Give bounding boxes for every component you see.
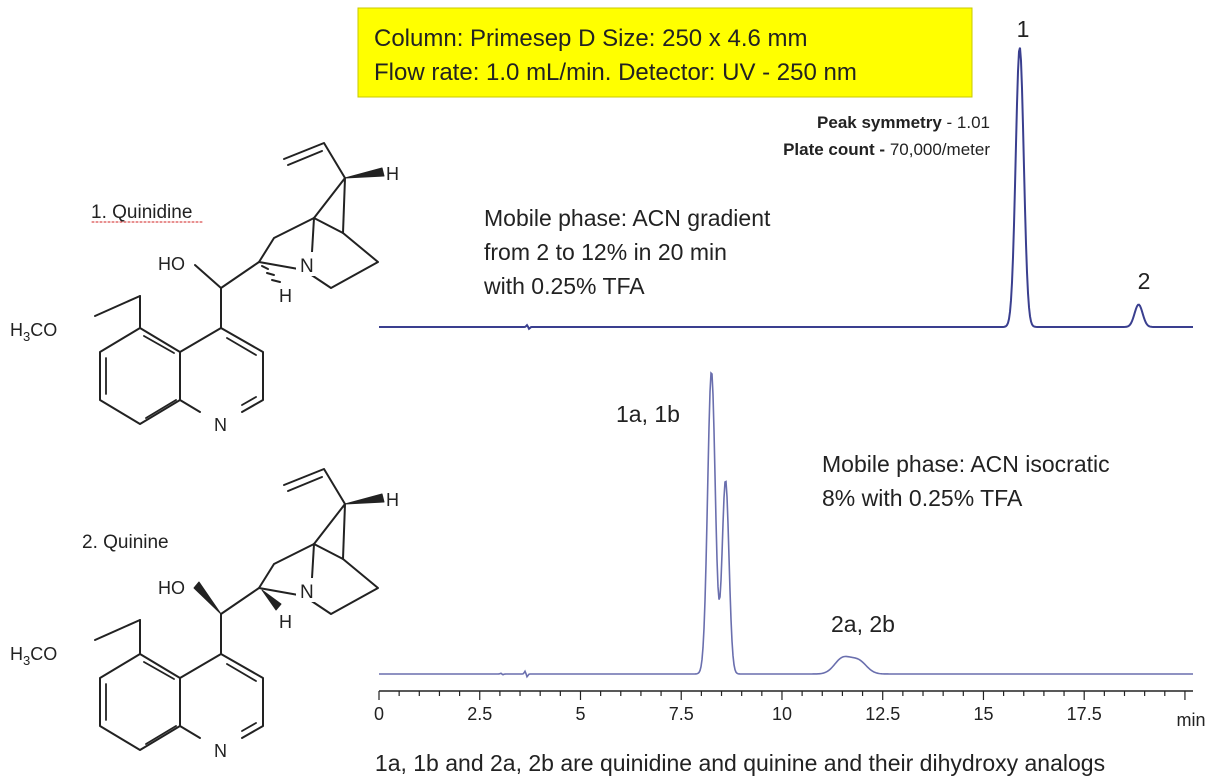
top-peak-label-1: 1	[1017, 16, 1030, 42]
h-bottom-2: H	[279, 612, 292, 632]
n-mask-2	[296, 578, 324, 602]
n-quinoline-2: N	[214, 741, 227, 761]
bottom-peak-label-2: 2a, 2b	[831, 611, 895, 637]
chromatogram-trace-top	[379, 47, 1193, 331]
footnote: 1a, 1b and 2a, 2b are quinidine and quin…	[375, 750, 1105, 776]
x-tick-label: 12.5	[865, 704, 900, 724]
n-ring-2: N	[300, 582, 314, 603]
x-tick-label: 7.5	[669, 704, 694, 724]
pyridine-ring-right-2	[220, 653, 264, 739]
vinyl-double-bond	[287, 150, 323, 166]
wedge-bond-h-bottom-2	[261, 589, 282, 611]
ho-group-2: HO	[158, 578, 185, 598]
wedge-bond	[344, 167, 385, 179]
carbinol-bonds	[194, 261, 260, 289]
top-mobile-phase-line2: from 2 to 12% in 20 min	[484, 239, 727, 265]
methoxy-o-bond	[94, 295, 141, 317]
x-tick-label: 15	[973, 704, 993, 724]
x-tick-label: 17.5	[1067, 704, 1102, 724]
plate-count-text: Plate count - 70,000/meter	[783, 140, 990, 159]
top-mobile-phase-line1: Mobile phase: ACN gradient	[484, 205, 771, 231]
peak-symmetry-value: - 1.01	[942, 113, 990, 132]
x-tick-label: 10	[772, 704, 792, 724]
x-tick-label: 5	[575, 704, 585, 724]
n-quinoline: N	[214, 415, 227, 435]
info-line-column: Column: Primesep D Size: 250 x 4.6 mm	[374, 25, 808, 52]
n-ring: N	[300, 256, 314, 277]
pyridine-ring-left	[179, 327, 222, 413]
h-bottom: H	[279, 286, 292, 306]
x-axis: 0 2.5 5 7.5 10 12.5 15 17.5 min	[374, 690, 1206, 730]
h-top-2: H	[386, 490, 399, 510]
quinuclidine-upper-2	[313, 503, 346, 560]
vinyl-group	[283, 142, 346, 179]
info-box: Column: Primesep D Size: 250 x 4.6 mm Fl…	[357, 7, 973, 98]
vinyl-double-bond-2	[287, 476, 323, 492]
methoxy-o-bond-2	[94, 619, 141, 641]
plate-count-label: Plate count -	[783, 140, 890, 159]
wedge-bond-ho-2	[193, 581, 222, 615]
x-tick-label: 0	[374, 704, 384, 724]
aromatic-double-bonds-2	[105, 661, 257, 745]
top-peak-label-2: 2	[1138, 268, 1151, 294]
quinine-structure: 2. Quinine H N H HO N H3CO	[10, 468, 399, 761]
hashed-bond	[261, 265, 281, 283]
bridge-bond-2	[311, 543, 315, 579]
methoxy-group: H3CO	[10, 320, 57, 344]
info-line-flow: Flow rate: 1.0 mL/min. Detector: UV - 25…	[374, 59, 857, 86]
info-box-background	[357, 7, 973, 98]
bottom-mobile-phase-line1: Mobile phase: ACN isocratic	[822, 451, 1110, 477]
vinyl-group-2	[283, 468, 346, 505]
quinine-label: 2. Quinine	[82, 532, 169, 553]
x-axis-tick-labels: 0 2.5 5 7.5 10 12.5 15 17.5	[374, 704, 1102, 724]
carbinol-bond-2	[220, 587, 260, 615]
peak-symmetry-text: Peak symmetry - 1.01	[817, 113, 990, 132]
top-mobile-phase-line3: with 0.25% TFA	[483, 273, 645, 299]
x-tick-label: 2.5	[467, 704, 492, 724]
quinidine-structure: 1. Quinidine H N H HO N H3CO	[10, 142, 399, 435]
pyridine-ring-left-2	[179, 653, 222, 739]
bridge-bond	[311, 217, 315, 253]
bottom-peak-label-1: 1a, 1b	[616, 401, 680, 427]
quinuclidine-upper	[313, 177, 346, 234]
aromatic-double-bonds	[105, 335, 257, 419]
ho-group: HO	[158, 254, 185, 274]
bottom-mobile-phase-line2: 8% with 0.25% TFA	[822, 485, 1023, 511]
x-axis-label: min	[1176, 710, 1205, 730]
benzene-ring	[99, 327, 181, 425]
benzene-ring-2	[99, 653, 181, 751]
quinidine-label: 1. Quinidine	[91, 202, 192, 223]
chromatogram-trace-bottom	[379, 371, 1193, 679]
plate-count-value: 70,000/meter	[890, 140, 991, 159]
pyridine-ring-right	[220, 327, 264, 413]
h-top: H	[386, 164, 399, 184]
n-mask	[296, 252, 324, 276]
x-axis-ticks	[378, 691, 1186, 700]
methoxy-group-2: H3CO	[10, 644, 57, 668]
peak-symmetry-label: Peak symmetry	[817, 113, 942, 132]
wedge-bond-h-2	[344, 493, 385, 505]
